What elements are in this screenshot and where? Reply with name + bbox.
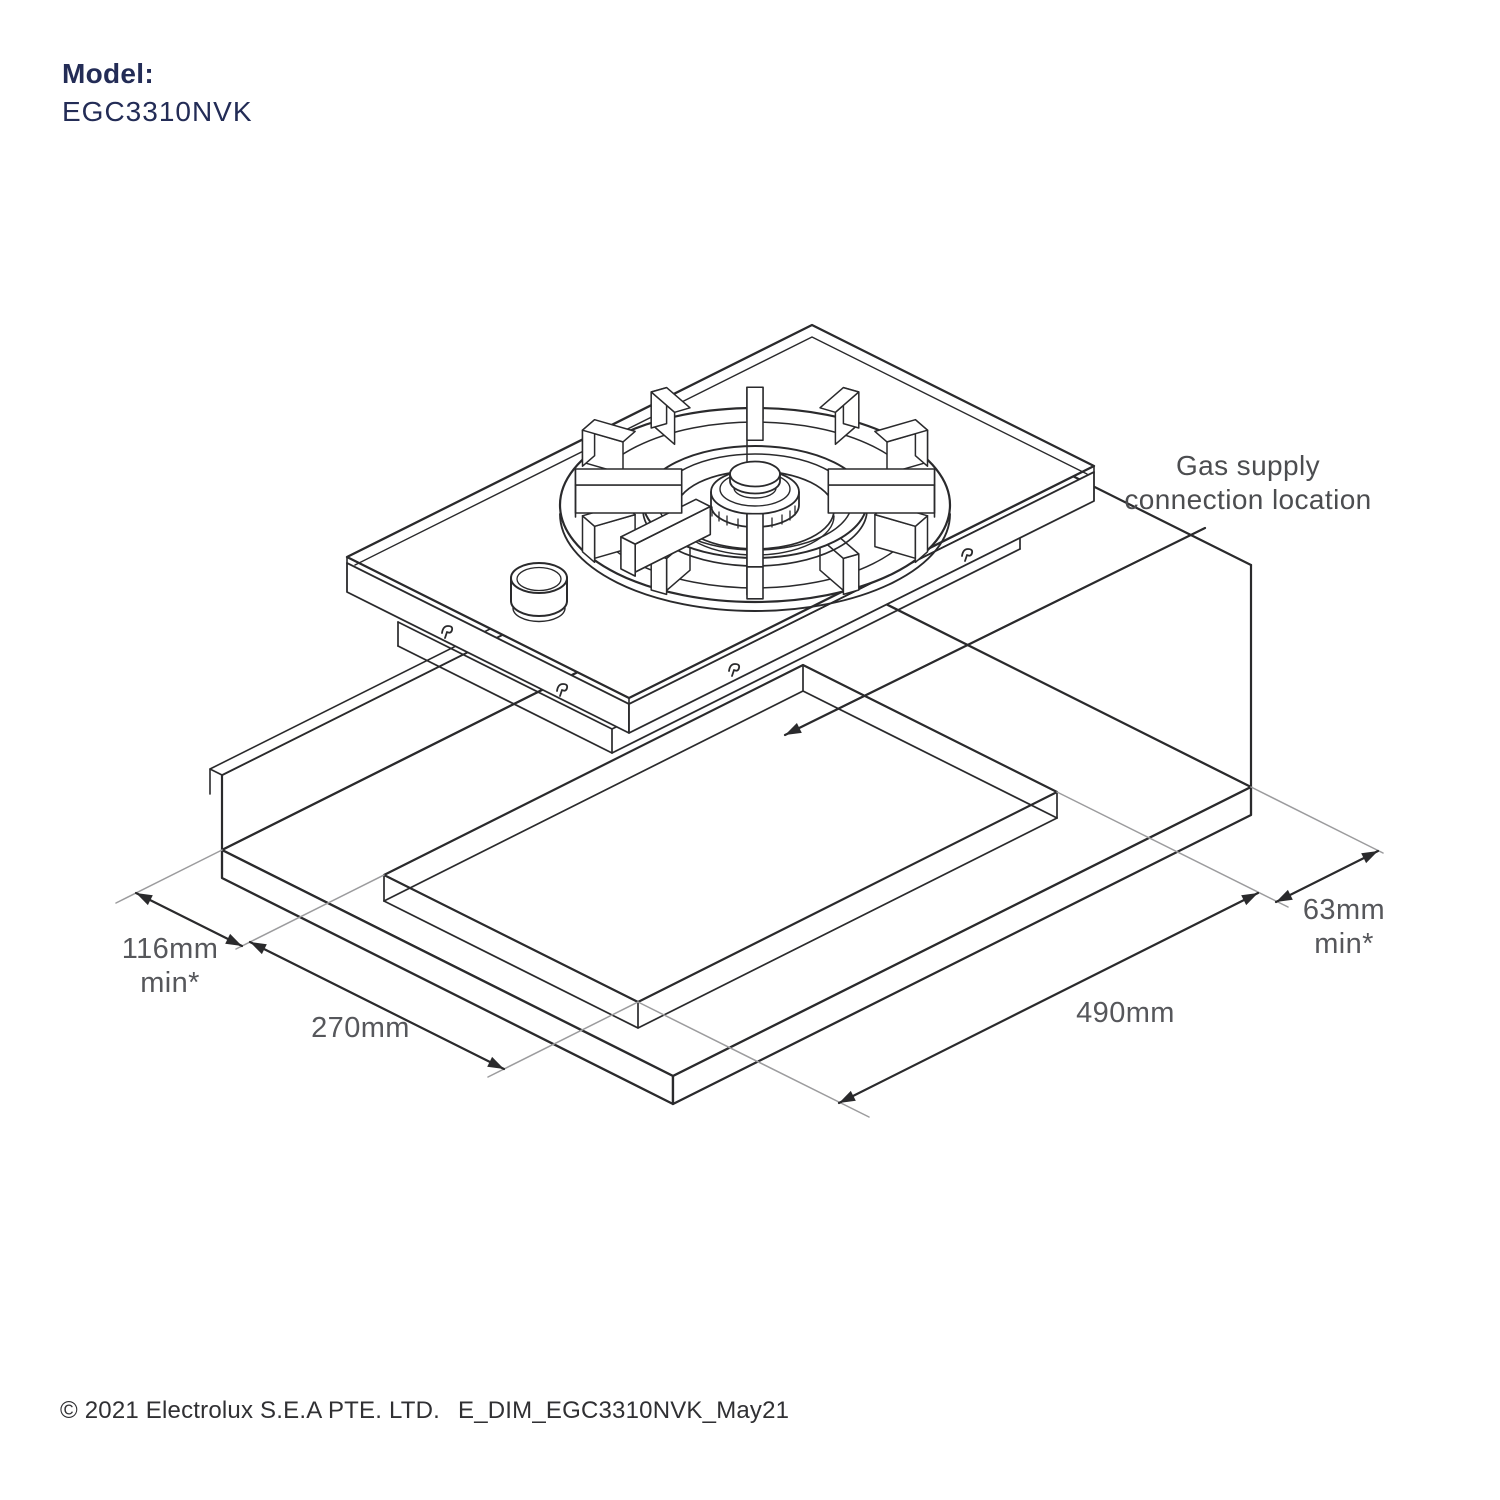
dimension-value: 270mm — [311, 1012, 410, 1044]
model-number: EGC3310NVK — [62, 96, 253, 127]
document-id: E_DIM_EGC3310NVK_May21 — [458, 1397, 790, 1424]
footer: © 2021 Electrolux S.E.A PTE. LTD. E_DIM_E… — [60, 1397, 789, 1425]
gas-annotation-line1: Gas supply — [1175, 450, 1321, 481]
dimension-qualifier: min* — [1314, 928, 1374, 960]
dimension-value: 63mm — [1302, 894, 1386, 926]
mounting-clips — [441, 548, 974, 697]
dimension-value: 116mm — [121, 933, 219, 965]
dimension-cutout-width: 270mm — [278, 1011, 443, 1045]
dimension-right-clearance: 63mm min* — [1274, 893, 1414, 961]
gas-annotation-line2: connection location — [1124, 484, 1372, 515]
dimension-cutout-length: 490mm — [1043, 996, 1208, 1030]
dimension-qualifier: min* — [140, 967, 200, 999]
dimension-left-clearance: 116mm min* — [100, 932, 240, 1000]
trivet-north-fin — [746, 386, 764, 470]
model-block: Model: EGC3310NVK — [62, 58, 253, 128]
glass-edge-line — [354, 336, 1088, 566]
gas-supply-annotation: Gas supply connection location — [1092, 449, 1404, 517]
hob-unit — [345, 323, 1096, 754]
dimension-value: 490mm — [1076, 997, 1175, 1029]
extension-lines — [115, 786, 1384, 1118]
dimension-arrows — [134, 526, 1380, 1105]
burner-cap — [729, 460, 781, 499]
model-label: Model: — [62, 58, 155, 89]
control-knob — [510, 562, 568, 623]
burner-trivet — [558, 386, 952, 612]
copyright-text: © 2021 Electrolux S.E.A PTE. LTD. — [60, 1397, 440, 1424]
trivet-cross-fins — [574, 468, 936, 600]
